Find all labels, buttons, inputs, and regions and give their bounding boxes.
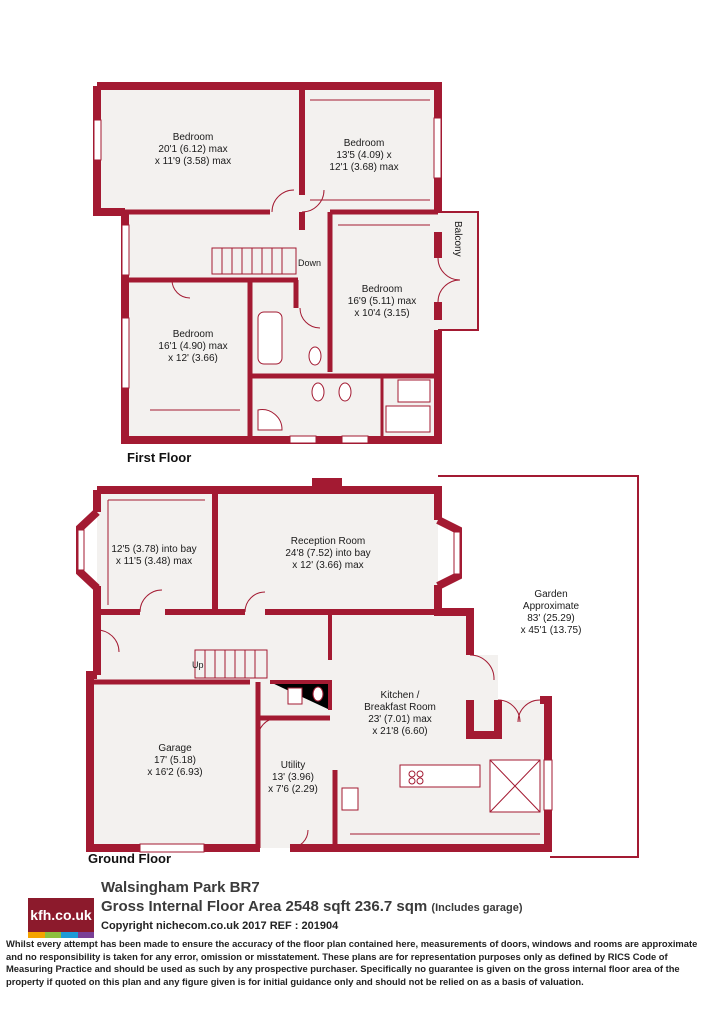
bedroom-3-dim1: 16'9 (5.11) max: [348, 296, 416, 307]
bedroom-1-name: Bedroom: [173, 132, 214, 143]
floor-area-note: (Includes garage): [431, 902, 523, 914]
copyright: Copyright nichecom.co.uk 2017 REF : 2019…: [101, 920, 339, 932]
garage-dim2: x 16'2 (6.93): [147, 767, 202, 778]
reception-dim1: 24'8 (7.52) into bay: [285, 548, 370, 559]
bedroom-2-dim1: 13'5 (4.09) x: [336, 150, 391, 161]
balcony-label: Balcony: [452, 221, 463, 257]
kitchen-dim2: x 21'8 (6.60): [372, 726, 427, 737]
floor-area: Gross Internal Floor Area 2548 sqft 236.…: [101, 898, 523, 915]
reception-name: Reception Room: [291, 536, 365, 547]
bedroom-2-dim2: 12'1 (3.68) max: [329, 162, 398, 173]
floor-area-main: Gross Internal Floor Area 2548 sqft 236.…: [101, 898, 428, 915]
bedroom-4-dim2: x 12' (3.66): [168, 353, 218, 364]
bedroom-3-dim2: x 10'4 (3.15): [354, 308, 409, 319]
kitchen-name: Kitchen /: [381, 690, 420, 701]
kfh-logo: kfh.co.uk: [28, 898, 94, 932]
garden-dim1: 83' (25.29): [527, 613, 575, 624]
bedroom-1-dim2: x 11'9 (3.58) max: [155, 156, 231, 167]
kitchen-name2: Breakfast Room: [364, 702, 436, 713]
bedroom-4-dim1: 16'1 (4.90) max: [158, 341, 227, 352]
property-title: Walsingham Park BR7: [101, 879, 260, 896]
utility-dim1: 13' (3.96): [272, 772, 314, 783]
down-label: Down: [298, 258, 321, 268]
front-room-dim2: x 11'5 (3.48) max: [116, 556, 192, 567]
ground-floor: 12'5 (3.78) into bay x 11'5 (3.48) max R…: [76, 475, 639, 866]
front-room-dim1: 12'5 (3.78) into bay: [111, 544, 196, 555]
garage-dim1: 17' (5.18): [154, 755, 196, 766]
bedroom-1-dim1: 20'1 (6.12) max: [158, 144, 227, 155]
disclaimer: Whilst every attempt has been made to en…: [6, 938, 698, 987]
ground-floor-label: Ground Floor: [88, 851, 171, 866]
utility-name: Utility: [281, 760, 305, 771]
garden-line2: Approximate: [523, 601, 580, 612]
bedroom-3-name: Bedroom: [362, 284, 403, 295]
reception-dim2: x 12' (3.66) max: [292, 560, 363, 571]
garden-dim2: x 45'1 (13.75): [521, 625, 582, 636]
logo-stripe: [28, 932, 94, 938]
first-floor: Bedroom 20'1 (6.12) max x 11'9 (3.58) ma…: [93, 82, 479, 465]
floor-plan: Bedroom 20'1 (6.12) max x 11'9 (3.58) ma…: [76, 82, 639, 866]
garden-name: Garden: [534, 589, 567, 600]
bedroom-2-name: Bedroom: [344, 138, 385, 149]
up-label: Up: [192, 660, 204, 670]
garage-name: Garage: [158, 743, 192, 754]
kitchen-dim1: 23' (7.01) max: [368, 714, 432, 725]
first-floor-label: First Floor: [127, 450, 191, 465]
utility-dim2: x 7'6 (2.29): [268, 784, 318, 795]
bedroom-4-name: Bedroom: [173, 329, 214, 340]
